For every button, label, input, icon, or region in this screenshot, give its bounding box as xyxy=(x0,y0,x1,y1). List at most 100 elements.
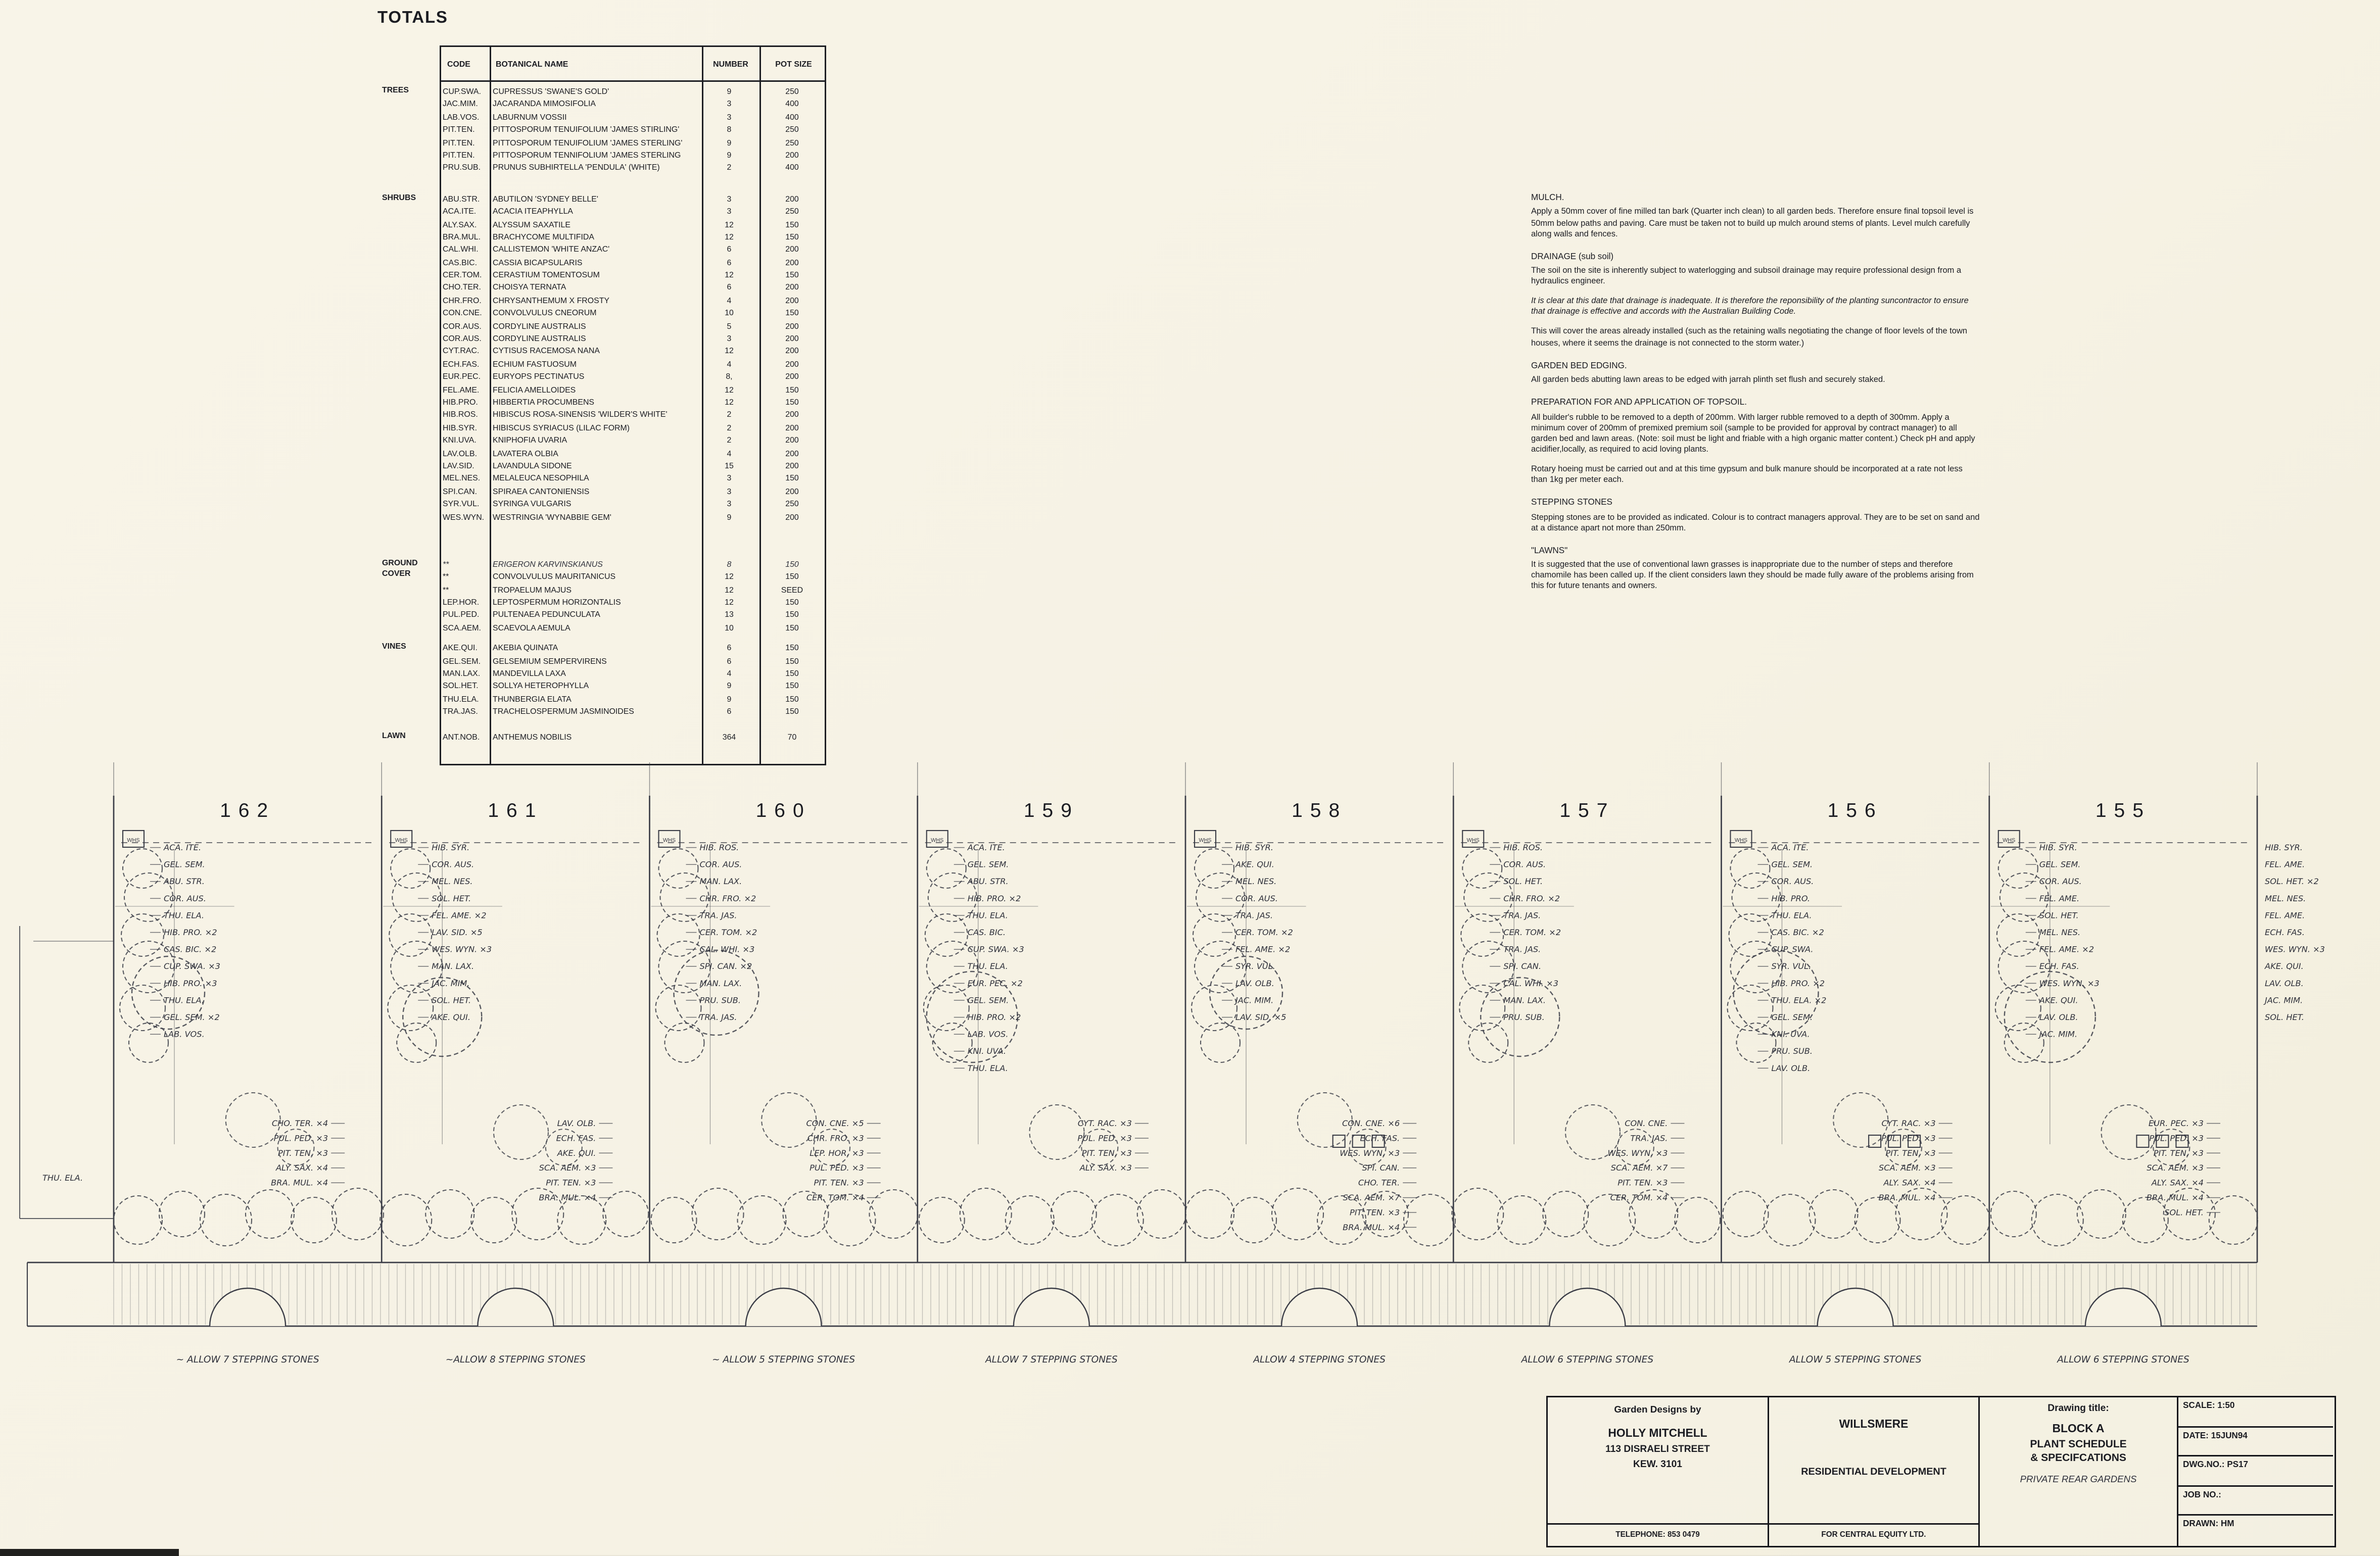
schedule-cell-num: 9 xyxy=(727,151,732,161)
gate-arc xyxy=(2084,1287,2162,1327)
plant-label: CAL. WHI. ×3 xyxy=(1503,979,1558,988)
plant-circle xyxy=(1194,940,1247,994)
category-label: SHRUBS xyxy=(382,193,416,203)
plant-label: SOL. HET. xyxy=(1503,877,1543,886)
plant-label: EUR. PEC. ×2 xyxy=(968,979,1023,988)
plant-label: SCA. AEM. ×3 xyxy=(2147,1163,2204,1173)
schedule-cell-name: SOLLYA HETEROPHYLLA xyxy=(493,683,589,692)
shed-box xyxy=(390,830,413,848)
schedule-cell-code: TRA.JAS. xyxy=(443,708,478,717)
plant-label: GEL. SEM. xyxy=(968,860,1009,869)
plant-label: JAC. MIM. xyxy=(2038,1030,2077,1039)
lot-number: 162 xyxy=(220,800,275,821)
lot-number: 155 xyxy=(2096,800,2151,821)
titleblock-meta-row: JOB NO.: xyxy=(2178,1486,2333,1517)
schedule-cell-num: 9 xyxy=(727,695,732,705)
category-label: GROUND COVER xyxy=(382,559,418,579)
plant-label: ABU. STR. xyxy=(163,877,205,886)
schedule-cell-code: ABU.STR. xyxy=(443,195,480,205)
plant-label: ALY. SAX. ×4 xyxy=(275,1163,328,1173)
schedule-cell-num: 9 xyxy=(727,683,732,692)
table-column-divider xyxy=(702,47,703,764)
spec-paragraph: It is clear at this date that drainage i… xyxy=(1531,297,1969,318)
schedule-cell-name: CHOISYA TERNATA xyxy=(493,284,566,294)
stepping-stone-square xyxy=(1332,1134,1346,1148)
plant-circle xyxy=(1091,1193,1144,1247)
drawing-title-block: BLOCK A xyxy=(2052,1422,2105,1435)
plant-label: CHR. FRO. ×2 xyxy=(1503,894,1560,903)
plant-label: HIB. SYR. xyxy=(432,843,469,852)
plant-label: PRU. SUB. xyxy=(1772,1046,1813,1056)
shed-box xyxy=(122,830,145,848)
titleblock-meta-row: DATE: 15JUN94 xyxy=(2178,1427,2333,1457)
plant-label: JAC. MIM. xyxy=(2263,995,2303,1005)
plant-circle xyxy=(1195,872,1246,922)
schedule-cell-num: 8, xyxy=(726,373,733,382)
schedule-cell-num: 12 xyxy=(725,271,734,281)
plant-circle xyxy=(1895,1187,1948,1241)
schedule-cell-code: CUP.SWA. xyxy=(443,88,481,97)
schedule-cell-pot: 150 xyxy=(785,624,799,634)
plant-label: HIB. PRO. ×3 xyxy=(164,979,217,988)
tree-circle xyxy=(926,970,1018,1063)
plant-label: TRA. JAS. xyxy=(1235,910,1273,920)
plant-circle xyxy=(1297,1092,1353,1148)
schedule-cell-pot: 150 xyxy=(785,599,799,608)
schedule-cell-pot: 200 xyxy=(785,322,799,331)
plant-circle xyxy=(823,1193,876,1247)
shed-label: WHS xyxy=(1467,838,1480,844)
plant-label: SOL. HET. xyxy=(432,894,471,903)
plant-label: MAN. LAX. xyxy=(432,961,474,971)
plant-label: AKE. QUI. xyxy=(431,1012,470,1022)
schedule-cell-pot: 150 xyxy=(785,220,799,230)
plant-label: CHO. TER. xyxy=(1358,1178,1400,1188)
schedule-cell-num: 12 xyxy=(725,348,734,357)
plant-circle xyxy=(650,1196,697,1244)
plant-label: LAB. VOS. xyxy=(164,1030,205,1039)
schedule-cell-code: GEL.SEM. xyxy=(443,657,481,666)
schedule-cell-code: JAC.MIM. xyxy=(443,101,478,110)
schedule-cell-num: 3 xyxy=(727,500,732,510)
plant-circle xyxy=(658,848,699,889)
lot-number: 157 xyxy=(1559,800,1615,821)
plant-label: FEL. AME. ×2 xyxy=(432,910,486,920)
schedule-cell-num: 5 xyxy=(727,322,732,331)
plant-label: CHR. FRO. ×3 xyxy=(807,1133,864,1143)
plant-circle xyxy=(1674,1196,1721,1244)
schedule-cell-code: PUL.PED. xyxy=(443,611,480,621)
schedule-cell-num: 4 xyxy=(727,449,732,459)
schedule-cell-num: 364 xyxy=(722,733,736,742)
designer-name: HOLLY MITCHELL xyxy=(1608,1426,1707,1440)
schedule-cell-code: ALY.SAX. xyxy=(443,220,477,230)
plant-circle xyxy=(392,872,442,922)
plant-label: CER. TOM. ×4 xyxy=(806,1193,864,1202)
schedule-cell-name: GELSEMIUM SEMPERVIRENS xyxy=(493,657,607,666)
plant-circle xyxy=(1136,1189,1186,1239)
plant-label: WES. WYN. ×3 xyxy=(1607,1148,1668,1158)
schedule-cell-name: CALLISTEMON 'WHITE ANZAC' xyxy=(493,246,610,255)
project-type: RESIDENTIAL DEVELOPMENT xyxy=(1801,1467,1946,1478)
schedule-cell-pot: 200 xyxy=(785,360,799,370)
header-potsize: POT SIZE xyxy=(775,61,812,70)
plant-circle xyxy=(390,940,443,994)
tree-circle xyxy=(131,955,206,1030)
schedule-cell-code: CAS.BIC. xyxy=(443,259,478,268)
stepping-stones-note: ~ ALLOW 7 STEPPING STONES xyxy=(176,1354,319,1365)
plant-label: THU. ELA. xyxy=(164,995,204,1005)
schedule-cell-name: MELALEUCA NESOPHILA xyxy=(493,474,589,484)
spec-section: PREPARATION FOR AND APPLICATION OF TOPSO… xyxy=(1531,399,1980,487)
plant-label: FEL. AME. xyxy=(2265,860,2305,869)
